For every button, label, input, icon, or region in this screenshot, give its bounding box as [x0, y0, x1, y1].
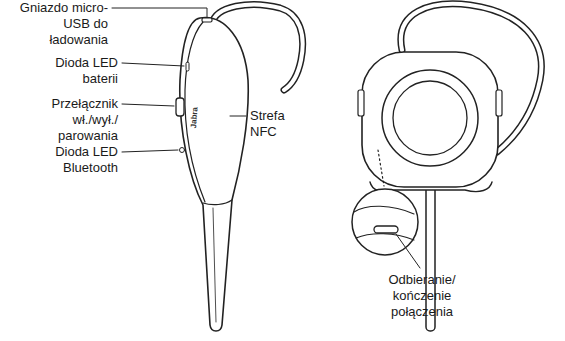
led-label: Dioda LED baterii: [40, 55, 118, 87]
socket-label: Gniazdo micro-USB do ładowania: [8, 0, 108, 48]
zone-label: Strefa NFC: [250, 108, 302, 140]
side-panel: [185, 22, 205, 202]
speaker: [382, 70, 478, 166]
headset-body: [180, 18, 248, 331]
brand-text: Jabra: [189, 107, 199, 129]
led-label: Dioda LED Bluetooth: [40, 144, 118, 176]
bluetooth-led: [180, 148, 185, 153]
button-label: Odbieranie/ kończenie połączenia: [362, 272, 482, 320]
zoom-pointer: [378, 150, 384, 186]
battery-led: [186, 62, 189, 71]
usb-socket: [202, 18, 212, 22]
switch-label: Przełącznik wł./wył./ parowania: [34, 96, 118, 144]
answer-button: [374, 226, 398, 233]
headset-body: [362, 52, 498, 187]
leader-lines: [112, 8, 420, 268]
zoom-inset: [352, 189, 418, 255]
power-switch: [176, 98, 184, 116]
